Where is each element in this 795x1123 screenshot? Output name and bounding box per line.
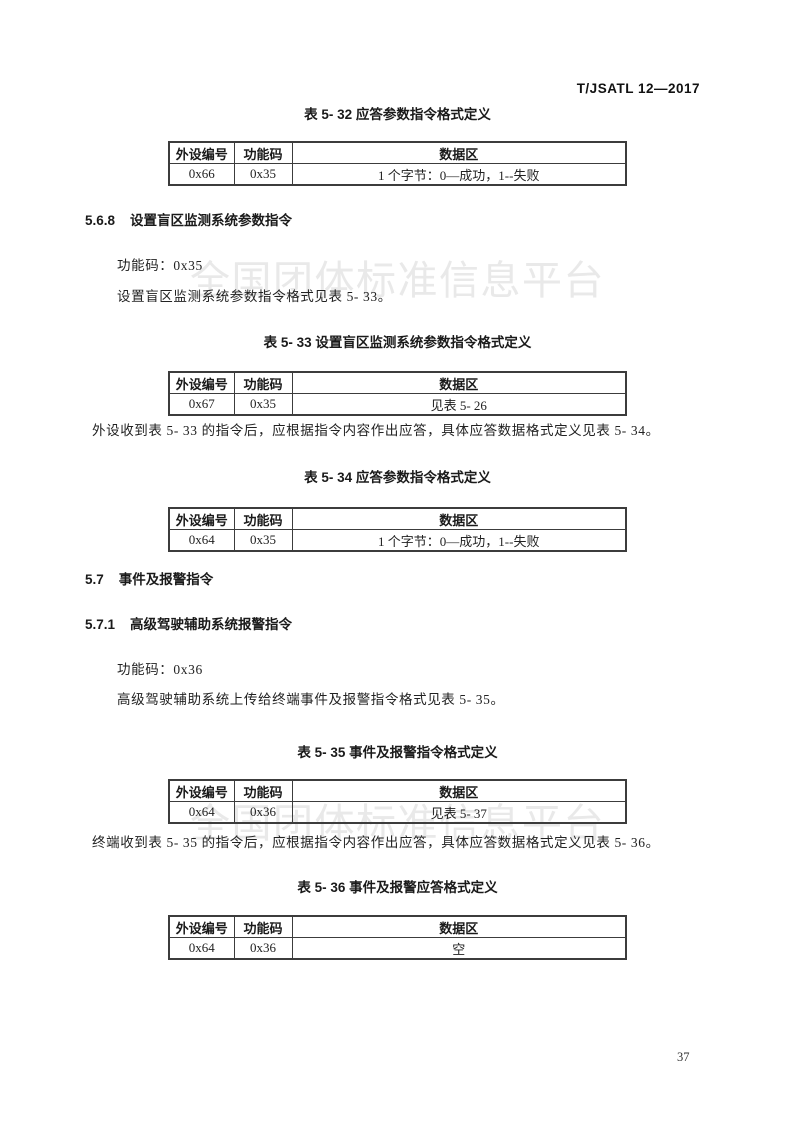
table-5-33: 外设编号 功能码 数据区 0x67 0x35 见表 5- 26 <box>168 371 627 416</box>
table-5-32: 外设编号 功能码 数据区 0x66 0x35 1 个字节：0—成功，1--失败 <box>168 141 627 186</box>
column-header-peripheral-id: 外设编号 <box>168 371 235 394</box>
table-row: 0x64 0x36 空 <box>168 937 627 960</box>
column-header-data-area: 数据区 <box>291 141 627 164</box>
paragraph-response-see-table-5-36: 终端收到表 5- 35 的指令后，应根据指令内容作出应答，具体应答数据格式定义见… <box>92 835 660 850</box>
section-title: 事件及报警指令 <box>118 572 214 587</box>
table-5-32-title: 表 5- 32 应答参数指令格式定义 <box>304 107 491 122</box>
cell-data-area: 空 <box>291 937 627 960</box>
cell-function-code: 0x35 <box>233 393 293 416</box>
table-5-35-title: 表 5- 35 事件及报警指令格式定义 <box>297 745 498 760</box>
paragraph-see-table-5-35: 高级驾驶辅助系统上传给终端事件及报警指令格式见表 5- 35。 <box>117 692 505 707</box>
section-title: 设置盲区监测系统参数指令 <box>130 213 293 228</box>
table-header-row: 外设编号 功能码 数据区 <box>168 915 627 938</box>
table-5-36-title: 表 5- 36 事件及报警应答格式定义 <box>297 880 498 895</box>
cell-peripheral-id: 0x66 <box>168 163 235 186</box>
table-header-row: 外设编号 功能码 数据区 <box>168 141 627 164</box>
table-5-35: 外设编号 功能码 数据区 0x64 0x36 见表 5- 37 <box>168 779 627 824</box>
cell-data-area: 1 个字节：0—成功，1--失败 <box>291 163 627 186</box>
table-5-34-title: 表 5- 34 应答参数指令格式定义 <box>304 470 491 485</box>
cell-function-code: 0x36 <box>233 937 293 960</box>
column-header-peripheral-id: 外设编号 <box>168 507 235 530</box>
column-header-function-code: 功能码 <box>233 371 293 394</box>
cell-data-area: 见表 5- 26 <box>291 393 627 416</box>
paragraph-function-code-0x36: 功能码：0x36 <box>117 662 203 677</box>
cell-data-area: 见表 5- 37 <box>291 801 627 824</box>
table-row: 0x64 0x35 1 个字节：0—成功，1--失败 <box>168 529 627 552</box>
table-row: 0x66 0x35 1 个字节：0—成功，1--失败 <box>168 163 627 186</box>
table-5-36: 外设编号 功能码 数据区 0x64 0x36 空 <box>168 915 627 960</box>
table-header-row: 外设编号 功能码 数据区 <box>168 779 627 802</box>
cell-function-code: 0x35 <box>233 163 293 186</box>
table-header-row: 外设编号 功能码 数据区 <box>168 371 627 394</box>
cell-peripheral-id: 0x67 <box>168 393 235 416</box>
section-heading-5-6-8: 5.6.8 设置盲区监测系统参数指令 <box>85 209 292 229</box>
paragraph-response-see-table-5-34: 外设收到表 5- 33 的指令后，应根据指令内容作出应答，具体应答数据格式定义见… <box>92 423 660 438</box>
column-header-data-area: 数据区 <box>291 779 627 802</box>
section-number: 5.7 <box>85 572 104 587</box>
table-row: 0x64 0x36 见表 5- 37 <box>168 801 627 824</box>
column-header-function-code: 功能码 <box>233 915 293 938</box>
column-header-data-area: 数据区 <box>291 507 627 530</box>
cell-function-code: 0x36 <box>233 801 293 824</box>
column-header-function-code: 功能码 <box>233 507 293 530</box>
column-header-function-code: 功能码 <box>233 141 293 164</box>
cell-data-area: 1 个字节：0—成功，1--失败 <box>291 529 627 552</box>
paragraph-see-table-5-33: 设置盲区监测系统参数指令格式见表 5- 33。 <box>117 289 392 304</box>
section-heading-5-7-1: 5.7.1 高级驾驶辅助系统报警指令 <box>85 613 292 633</box>
cell-function-code: 0x35 <box>233 529 293 552</box>
section-title: 高级驾驶辅助系统报警指令 <box>130 617 293 632</box>
table-5-33-title: 表 5- 33 设置盲区监测系统参数指令格式定义 <box>263 335 532 350</box>
column-header-data-area: 数据区 <box>291 915 627 938</box>
section-heading-5-7: 5.7 事件及报警指令 <box>85 568 213 588</box>
column-header-peripheral-id: 外设编号 <box>168 779 235 802</box>
paragraph-function-code-0x35: 功能码：0x35 <box>117 258 203 273</box>
table-row: 0x67 0x35 见表 5- 26 <box>168 393 627 416</box>
column-header-function-code: 功能码 <box>233 779 293 802</box>
cell-peripheral-id: 0x64 <box>168 529 235 552</box>
column-header-peripheral-id: 外设编号 <box>168 915 235 938</box>
section-number: 5.6.8 <box>85 213 116 228</box>
table-header-row: 外设编号 功能码 数据区 <box>168 507 627 530</box>
running-header-standard-number: T/JSATL 12—2017 <box>576 81 700 96</box>
section-number: 5.7.1 <box>85 617 116 632</box>
cell-peripheral-id: 0x64 <box>168 937 235 960</box>
page-number: 37 <box>677 1050 690 1064</box>
table-5-34: 外设编号 功能码 数据区 0x64 0x35 1 个字节：0—成功，1--失败 <box>168 507 627 552</box>
column-header-peripheral-id: 外设编号 <box>168 141 235 164</box>
cell-peripheral-id: 0x64 <box>168 801 235 824</box>
column-header-data-area: 数据区 <box>291 371 627 394</box>
